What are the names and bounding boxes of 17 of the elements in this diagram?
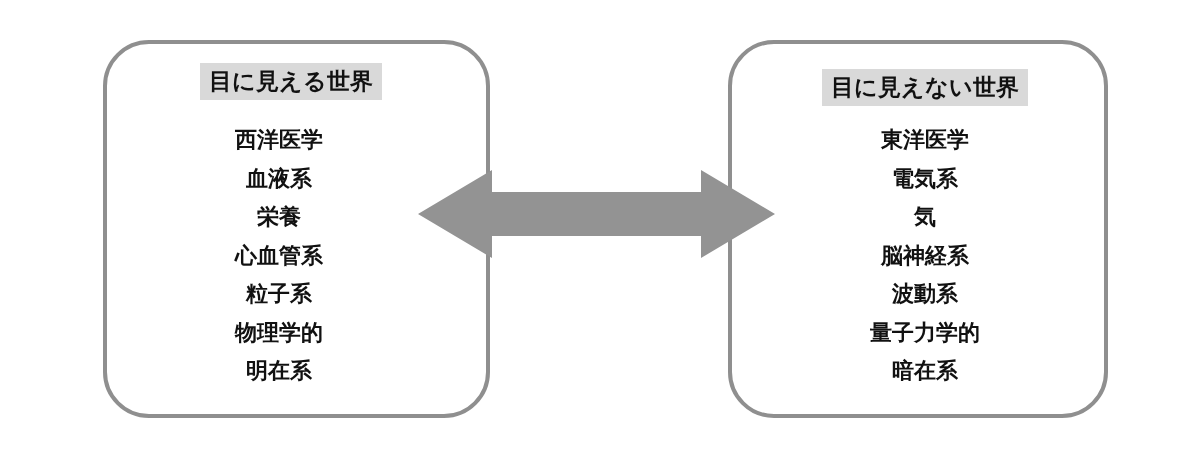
term-label: 脳神経系 [881, 241, 969, 270]
heading-band: 目に見える世界 [200, 63, 382, 100]
term-label: 暗在系 [892, 357, 958, 385]
term-label: 東洋医学 [881, 126, 969, 154]
term-label: 気 [914, 203, 936, 231]
term-label: 粒子系 [246, 280, 312, 308]
term-label: 波動系 [892, 280, 958, 308]
term-label: 栄養 [257, 203, 301, 231]
term-label: 心血管系 [235, 241, 323, 270]
term-label: 西洋医学 [235, 126, 323, 154]
double-arrow [418, 170, 775, 258]
term-label: 血液系 [246, 164, 312, 193]
term-label: 明在系 [246, 357, 312, 385]
heading-band: 目に見えない世界 [822, 69, 1028, 106]
term-label: 量子力学的 [870, 318, 980, 347]
term-label: 電気系 [892, 164, 958, 193]
term-label: 物理学的 [235, 318, 323, 347]
